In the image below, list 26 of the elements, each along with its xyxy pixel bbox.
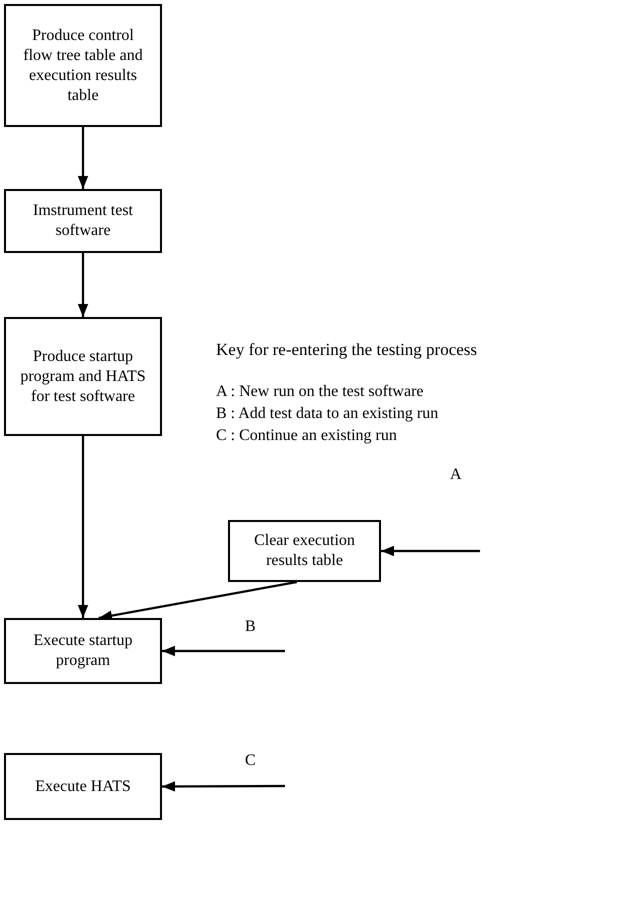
arrow (78, 253, 88, 317)
process-box (4, 189, 162, 253)
arrow (162, 646, 285, 656)
process-box (4, 753, 162, 820)
arrow (78, 436, 88, 618)
arrow (381, 546, 480, 556)
entry-point-letter: B (245, 618, 256, 636)
box-label: Clear execution results table (253, 531, 356, 571)
process-box (4, 4, 162, 127)
arrow (98, 580, 298, 621)
key-entry: B : Add test data to an existing run (216, 405, 438, 423)
box-label: Execute startup program (32, 631, 134, 671)
key-heading: Key for re-entering the testing process (216, 340, 478, 360)
process-box (4, 618, 162, 684)
key-entry: C : Continue an existing run (216, 427, 397, 445)
process-box (4, 317, 162, 436)
box-label: Produce startup program and HATS for test software (19, 346, 147, 406)
arrow (162, 781, 285, 792)
process-box (228, 520, 381, 582)
box-label: Produce control flow tree table and execution results table (22, 26, 144, 106)
entry-point-letter: A (450, 466, 462, 484)
box-label: Imstrument test software (32, 201, 134, 241)
key-entry: A : New run on the test software (216, 383, 424, 401)
arrow (78, 127, 88, 189)
entry-point-letter: C (245, 752, 256, 770)
box-label: Execute HATS (35, 776, 131, 796)
